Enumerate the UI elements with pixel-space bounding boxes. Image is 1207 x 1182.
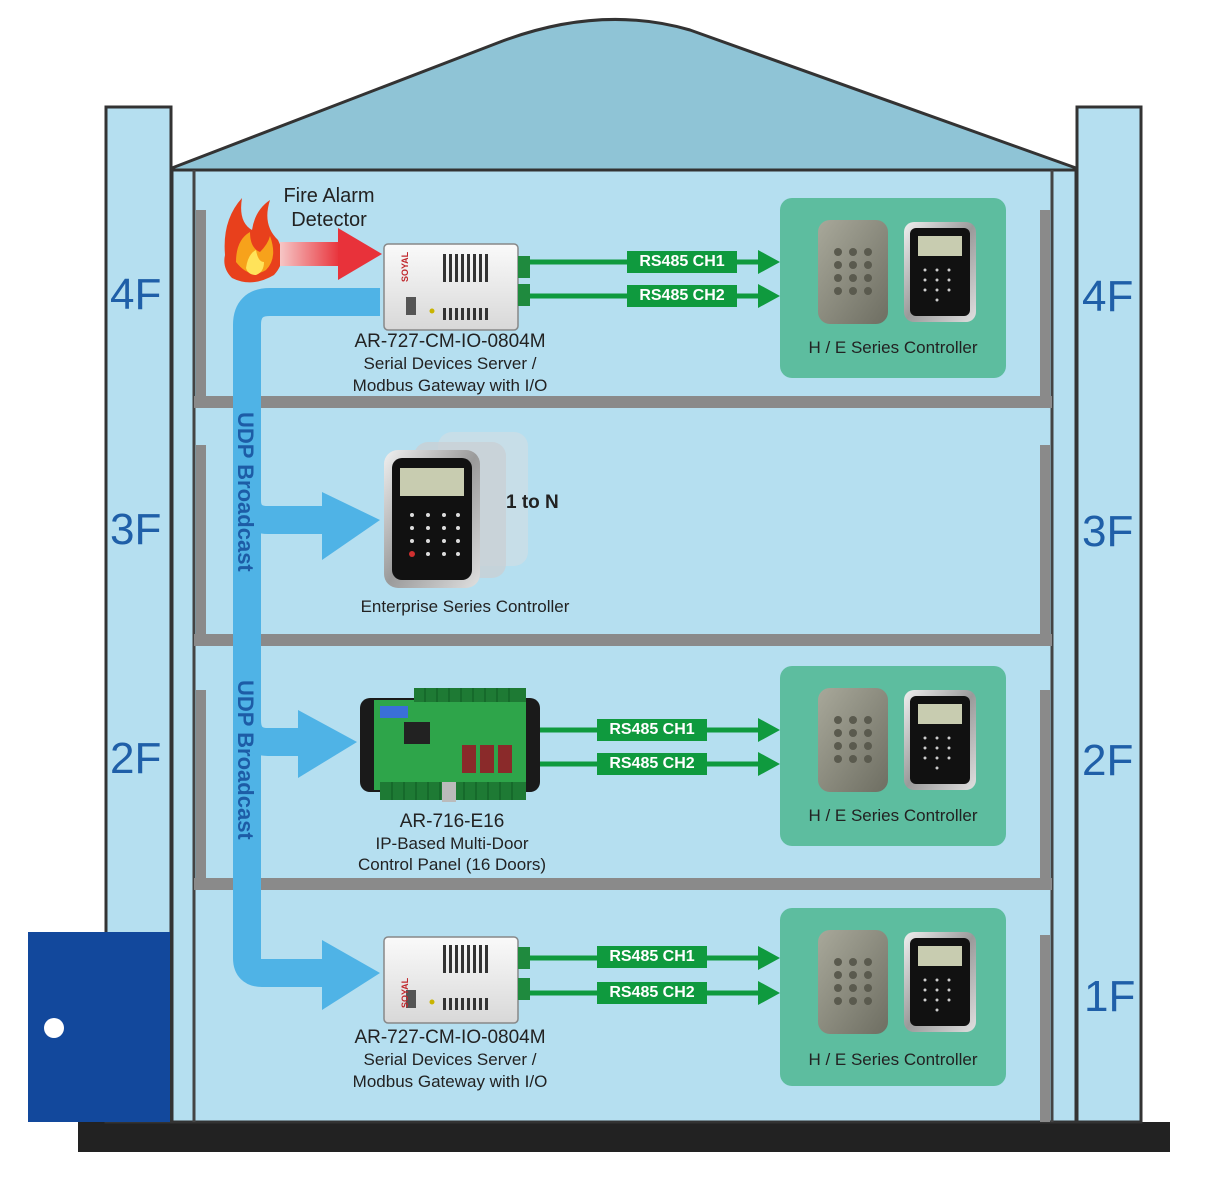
panel-model: AR-716-E16 [399,811,505,832]
ground [78,1122,1170,1152]
floor-label-left-2f: 2F [110,734,162,783]
fire-alarm-line2: Detector [291,209,367,231]
control-panel-device [360,688,540,802]
gateway-top-caption: AR-727-CM-IO-0804M Serial Devices Server… [320,330,580,397]
rs485-ch1-tag-1f: RS485 CH1 [597,946,707,968]
panel-caption: AR-716-E16 IP-Based Multi-Door Control P… [322,811,582,875]
enterprise-count-label: 1 to N [506,492,559,513]
lcd-reader-2f [904,690,976,790]
rs485-ch2-tag-2f: RS485 CH2 [597,753,707,775]
panel-desc1: IP-Based Multi-Door [375,834,529,853]
enterprise-caption: Enterprise Series Controller [360,597,570,616]
rs485-ch2-tag-4f: RS485 CH2 [627,285,737,307]
gateway-bottom-device [383,936,530,1024]
gateway-bottom-model: AR-727-CM-IO-0804M [354,1027,546,1048]
slab-4-3 [194,396,1052,408]
slab-3-2 [194,634,1052,646]
right-column [1075,105,1143,1124]
udp-arrow-1f [322,940,380,1010]
gateway-bottom-desc2: Modbus Gateway with I/O [352,1072,548,1091]
rs485-ch1-tag-4f: RS485 CH1 [627,251,737,273]
floor-label-right-1f: 1F [1084,972,1136,1021]
he-controller-label-1f: H / E Series Controller [808,1050,978,1069]
keypad-reader-2f [818,688,888,792]
gateway-top-model: AR-727-CM-IO-0804M [354,331,546,352]
gateway-top-desc1: Serial Devices Server / [363,354,537,373]
he-controller-label-2f: H / E Series Controller [808,806,978,825]
lcd-reader-1f [904,932,976,1032]
gateway-top-desc2: Modbus Gateway with I/O [352,376,548,395]
lcd-reader-4f [904,222,976,322]
rs485-ch1-tag-2f: RS485 CH1 [597,719,707,741]
he-controller-label-4f: H / E Series Controller [808,338,978,357]
panel-desc2: Control Panel (16 Doors) [357,855,547,874]
floor-label-left-4f: 4F [110,270,162,319]
keypad-reader-4f [818,220,888,324]
floor-label-right-2f: 2F [1082,736,1134,785]
udp-arrow-2f [298,710,357,778]
udp-broadcast-path [233,288,380,987]
floor-label-left-3f: 3F [110,505,162,554]
gateway-bottom-desc1: Serial Devices Server / [363,1050,537,1069]
slab-2-1 [194,878,1052,890]
fire-icon [224,198,283,283]
fire-alarm-label: Fire Alarm Detector [270,184,388,232]
floor-label-right-3f: 3F [1082,507,1134,556]
gateway-bottom-caption: AR-727-CM-IO-0804M Serial Devices Server… [320,1026,580,1093]
rs485-ch2-tag-1f: RS485 CH2 [597,982,707,1004]
udp-broadcast-label-3f: UDP Broadcast [233,412,258,572]
door-knob [44,1018,64,1038]
udp-broadcast-label-2f: UDP Broadcast [233,680,258,840]
fire-alarm-arrow [338,228,382,280]
roof [170,17,1078,172]
gateway-bottom-brand: SOYAL [400,977,410,1008]
keypad-reader-1f [818,930,888,1034]
gateway-top-brand: SOYAL [400,251,410,282]
fire-alarm-line1: Fire Alarm [283,185,375,207]
udp-arrow-3f [322,492,380,560]
gateway-top-device [383,243,530,331]
enterprise-controller [384,432,528,588]
floor-label-right-4f: 4F [1082,272,1134,321]
